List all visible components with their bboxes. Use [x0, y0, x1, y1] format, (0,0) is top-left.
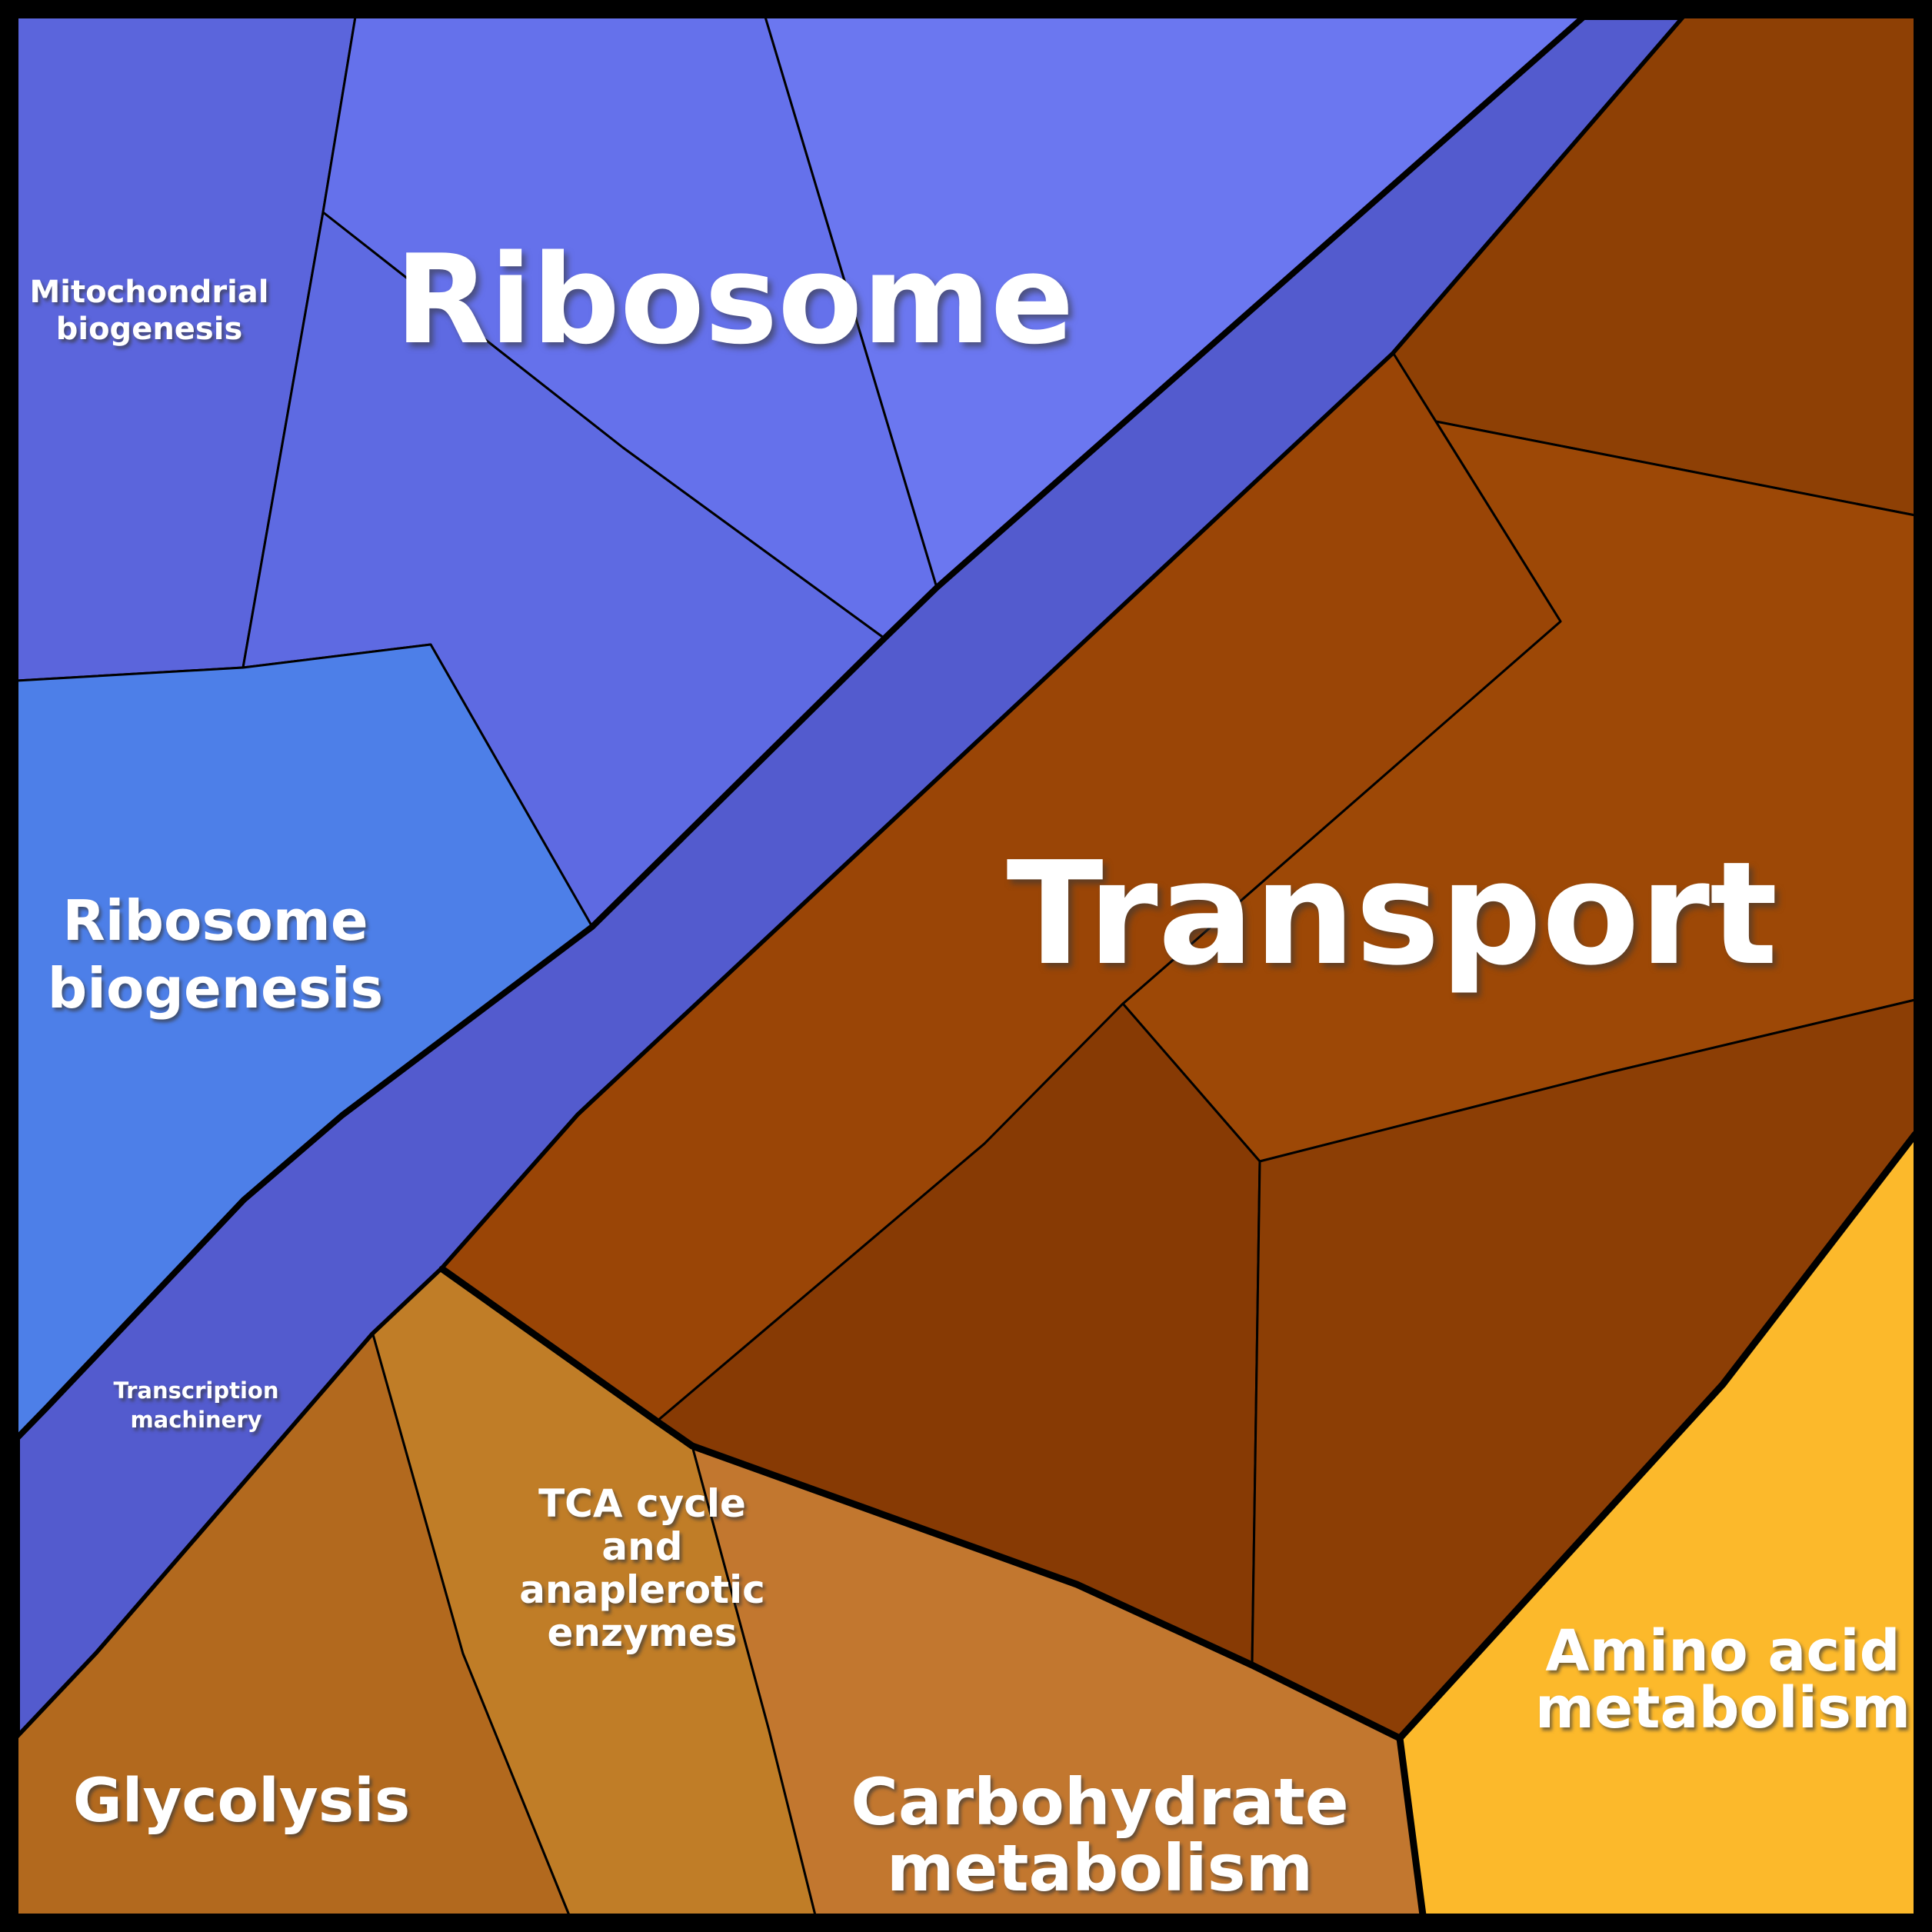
label-tca-cycle-line-4: enzymes	[548, 1611, 738, 1655]
label-tca-cycle-line-2: and	[601, 1524, 682, 1569]
label-glycolysis: Glycolysis	[73, 1767, 411, 1836]
label-mitochondrial-biogenesis: Mitochondrial biogenesis	[29, 275, 268, 347]
label-transport: Transport	[1007, 831, 1778, 997]
group-boundary-transport-amino	[1396, 1131, 1919, 1742]
label-transcription-machinery: Transcription machinery	[114, 1377, 279, 1433]
label-carbohydrate-metabolism-line-1: Carbohydrate	[851, 1764, 1349, 1840]
label-layer: Mitochondrial biogenesis Ribosome Riboso…	[29, 228, 1910, 1906]
label-amino-acid-metabolism-line-2: metabolism	[1535, 1675, 1910, 1741]
label-ribosome: Ribosome	[395, 228, 1074, 371]
label-mitochondrial-biogenesis-line-1: Mitochondrial	[29, 275, 268, 310]
label-tca-cycle: TCA cycle and anaplerotic enzymes	[519, 1481, 765, 1655]
label-carbohydrate-metabolism-line-2: metabolism	[887, 1830, 1313, 1906]
group-boundary-metabolism-amino	[1396, 1734, 1427, 1919]
label-transcription-machinery-line-1: Transcription	[114, 1377, 279, 1404]
label-ribosome-biogenesis-line-2: biogenesis	[48, 956, 384, 1021]
cell-layer	[14, 14, 1917, 1917]
group-boundary-transport-metabolism	[438, 1265, 1404, 1742]
label-carbohydrate-metabolism: Carbohydrate metabolism	[851, 1764, 1349, 1906]
label-mitochondrial-biogenesis-line-2: biogenesis	[56, 311, 243, 347]
label-ribosome-biogenesis: Ribosome biogenesis	[48, 888, 384, 1021]
group-boundary-layer	[438, 1131, 1919, 1919]
label-tca-cycle-line-1: TCA cycle	[538, 1481, 746, 1526]
label-transcription-machinery-line-2: machinery	[130, 1407, 261, 1433]
label-ribosome-biogenesis-line-1: Ribosome	[62, 888, 368, 953]
label-tca-cycle-line-3: anaplerotic	[519, 1567, 765, 1612]
label-amino-acid-metabolism-line-1: Amino acid	[1545, 1618, 1900, 1684]
label-amino-acid-metabolism: Amino acid metabolism	[1535, 1618, 1910, 1741]
